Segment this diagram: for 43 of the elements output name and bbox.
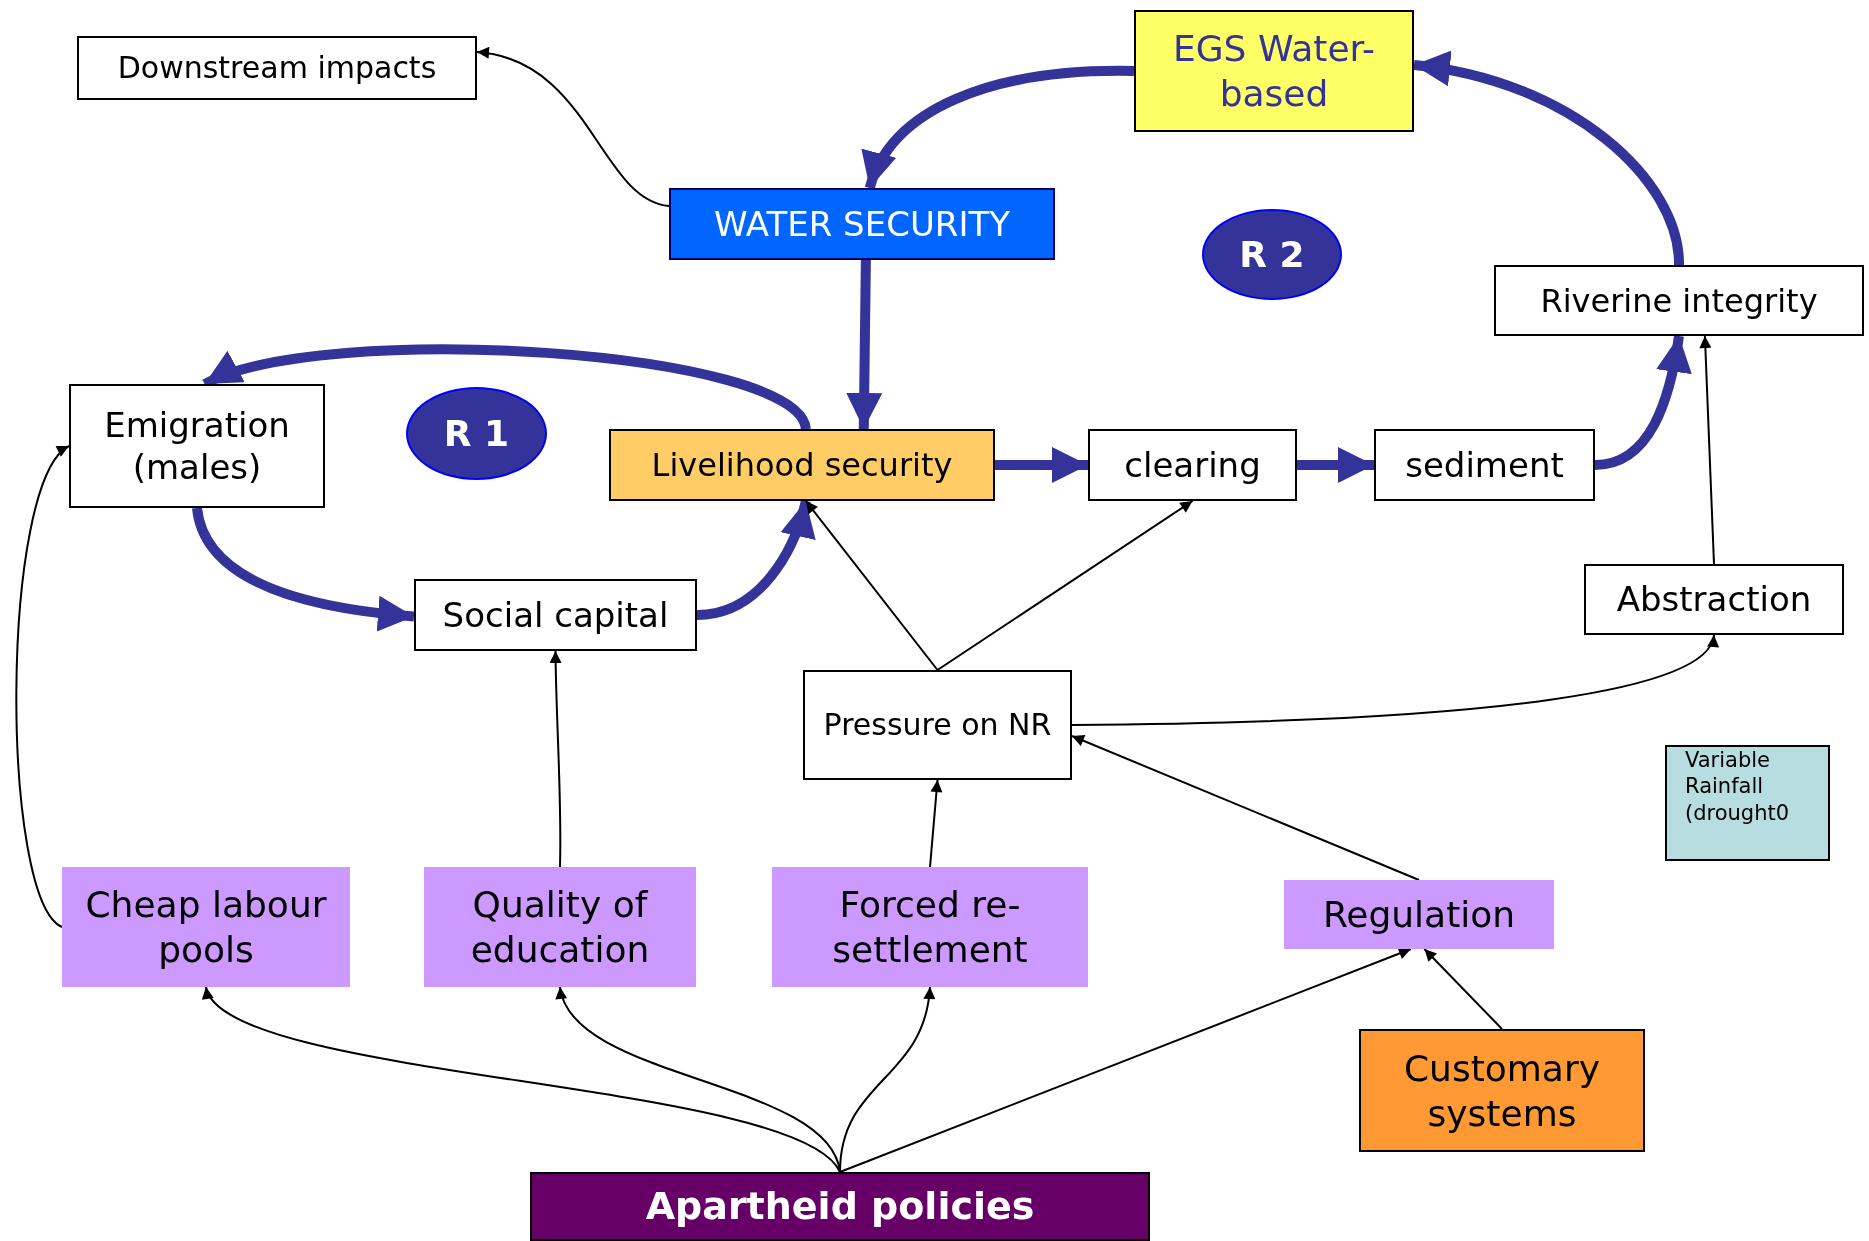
arrow [846, 259, 883, 430]
arrow [202, 344, 811, 432]
arrow [995, 447, 1088, 483]
arrow [1423, 948, 1503, 1030]
arrow [1594, 335, 1692, 470]
arrow [839, 986, 935, 1173]
arrow [1071, 634, 1716, 726]
arrow [839, 947, 1412, 1173]
arrow [1297, 447, 1374, 483]
concept-box: Apartheid policies [530, 1172, 1150, 1241]
concept-box: Pressure on NR [803, 670, 1072, 780]
arrow [804, 500, 939, 671]
concept-box: sediment [1374, 429, 1595, 501]
concept-box: EGS Water-based [1134, 10, 1414, 132]
concept-box: Customary systems [1359, 1029, 1645, 1152]
concept-box: Regulation [1284, 880, 1554, 949]
concept-box: Livelihood security [609, 429, 995, 501]
arrow [549, 650, 562, 868]
arrow [1699, 335, 1715, 565]
concept-box: WATER SECURITY [669, 188, 1055, 260]
loop-oval: R 1 [406, 387, 547, 480]
arrow [192, 506, 415, 632]
concept-box: clearing [1088, 429, 1297, 501]
arrow [696, 499, 815, 620]
arrow [929, 779, 943, 868]
arrow [936, 500, 1194, 671]
concept-box: Quality of education [424, 867, 696, 987]
concept-box: Cheap labour pools [62, 867, 350, 987]
arrow [15, 445, 70, 928]
concept-box: Social capital [414, 579, 697, 651]
concept-box: Variable Rainfall (drought0 [1665, 745, 1830, 861]
arrow [864, 66, 1135, 190]
arrow [1071, 735, 1420, 881]
concept-box: Downstream impacts [77, 36, 477, 100]
arrow [205, 986, 841, 1173]
concept-box: Riverine integrity [1494, 265, 1864, 336]
arrow [558, 986, 841, 1173]
arrow [476, 48, 670, 207]
concept-box: Emigration (males) [69, 384, 325, 508]
arrow [1413, 52, 1684, 266]
loop-oval: R 2 [1202, 209, 1342, 300]
concept-box: Abstraction [1584, 564, 1844, 635]
concept-box: Forced re-settlement [772, 867, 1088, 987]
